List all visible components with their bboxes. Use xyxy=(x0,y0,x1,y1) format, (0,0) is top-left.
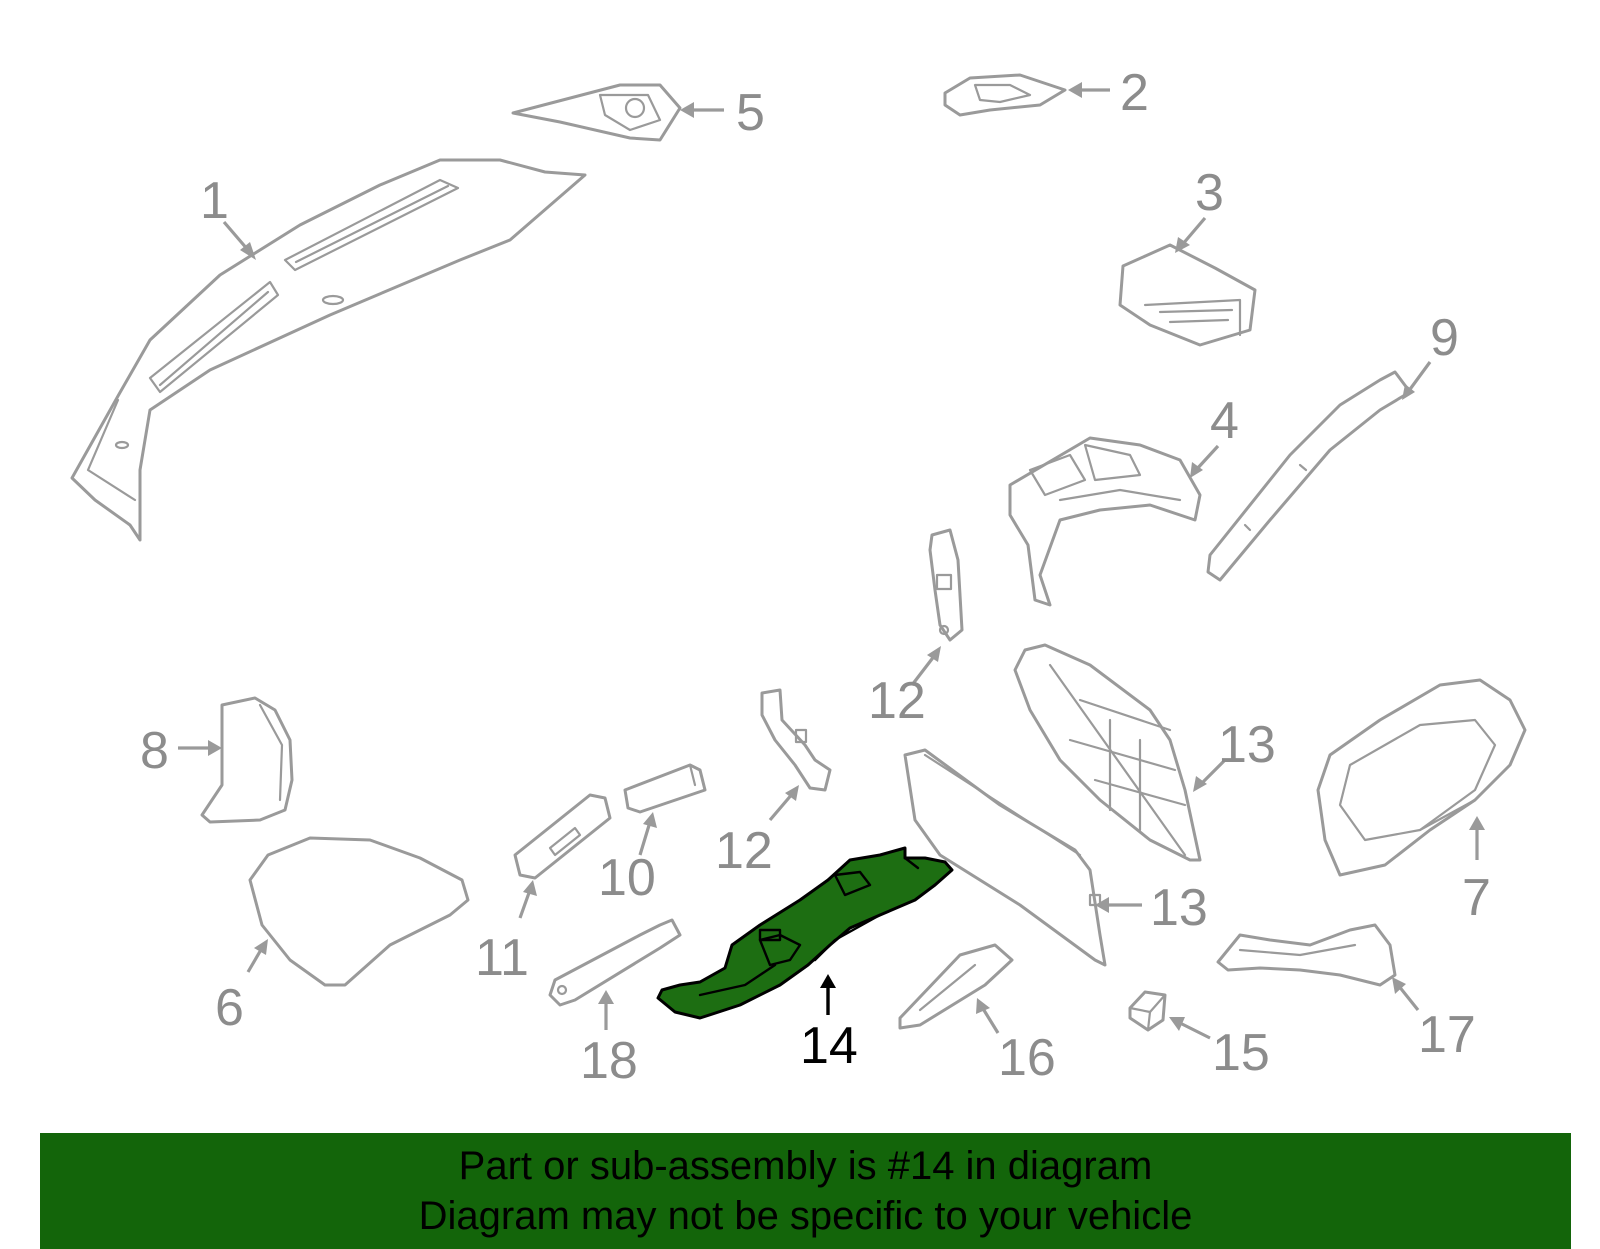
callout-14: 14 xyxy=(800,974,858,1075)
callout-15: 15 xyxy=(1169,1017,1270,1082)
callout-4: 4 xyxy=(1190,392,1239,478)
callout-16: 16 xyxy=(976,998,1056,1087)
part-10-handle[interactable] xyxy=(623,763,707,814)
part-4-duct[interactable] xyxy=(1008,436,1202,607)
callout-label: 3 xyxy=(1195,164,1224,222)
callout-10: 10 xyxy=(598,812,657,907)
part-18-rail[interactable] xyxy=(548,918,682,1007)
callout-11: 11 xyxy=(475,880,537,987)
callout-label: 14 xyxy=(800,1017,858,1075)
callout-8: 8 xyxy=(140,722,222,780)
callout-label: 17 xyxy=(1418,1006,1476,1064)
callout-label: 9 xyxy=(1430,309,1459,367)
part-17-duct[interactable] xyxy=(1216,923,1397,987)
info-banner: Part or sub-assembly is #14 in diagram D… xyxy=(40,1133,1571,1249)
parts-diagram: 1 5 2 3 9 xyxy=(70,64,1527,1090)
part-1-instrument-panel[interactable] xyxy=(70,158,587,542)
callout-label: 1 xyxy=(200,172,229,230)
part-3-vent[interactable] xyxy=(1118,243,1257,347)
callout-13a: 13 xyxy=(1193,716,1276,792)
banner-line-disclaimer: Diagram may not be specific to your vehi… xyxy=(418,1194,1193,1238)
part-11-latch[interactable] xyxy=(513,793,612,880)
callout-5: 5 xyxy=(680,84,765,142)
part-13-glovebox-inner[interactable] xyxy=(1013,643,1202,862)
callout-label: 4 xyxy=(1210,392,1239,450)
callout-12a: 12 xyxy=(868,646,941,730)
callout-17: 17 xyxy=(1392,977,1476,1064)
banner-line-part-number: Part or sub-assembly is #14 in diagram xyxy=(458,1144,1153,1188)
part-9-trim[interactable] xyxy=(1206,370,1412,582)
callout-1: 1 xyxy=(200,172,256,260)
callout-label: 15 xyxy=(1212,1024,1270,1082)
callout-9: 9 xyxy=(1402,309,1459,400)
callout-18: 18 xyxy=(580,990,638,1090)
callout-7: 7 xyxy=(1462,816,1491,927)
callout-label: 10 xyxy=(598,849,656,907)
part-14-glovebox-lower-panel[interactable] xyxy=(656,846,954,1020)
callout-label: 12 xyxy=(868,672,926,730)
part-13-glovebox-door[interactable] xyxy=(903,748,1107,967)
callout-2: 2 xyxy=(1068,64,1149,122)
callout-label: 18 xyxy=(580,1032,638,1090)
part-7-housing[interactable] xyxy=(1316,678,1527,877)
part-12-bracket-upper[interactable] xyxy=(928,528,964,642)
part-8-airbag-cover[interactable] xyxy=(200,696,294,824)
part-2-bracket[interactable] xyxy=(943,73,1067,117)
callout-label: 13 xyxy=(1218,716,1276,774)
part-5-bracket[interactable] xyxy=(511,83,682,142)
callout-6: 6 xyxy=(215,939,268,1037)
callout-label: 7 xyxy=(1462,869,1491,927)
callout-label: 6 xyxy=(215,979,244,1037)
part-16-bracket[interactable] xyxy=(898,943,1014,1030)
callout-label: 11 xyxy=(475,929,529,987)
callout-12b: 12 xyxy=(715,785,799,880)
callout-label: 16 xyxy=(998,1029,1056,1087)
callout-label: 13 xyxy=(1150,879,1208,937)
part-6-airbag[interactable] xyxy=(248,836,470,987)
part-15-clip[interactable] xyxy=(1128,990,1167,1032)
callout-label: 2 xyxy=(1120,64,1149,122)
part-12-bracket-lower[interactable] xyxy=(760,688,832,792)
callout-label: 5 xyxy=(736,84,765,142)
callout-13b: 13 xyxy=(1095,879,1208,937)
callout-3: 3 xyxy=(1175,164,1224,253)
callout-label: 12 xyxy=(715,822,773,880)
callout-label: 8 xyxy=(140,722,169,780)
